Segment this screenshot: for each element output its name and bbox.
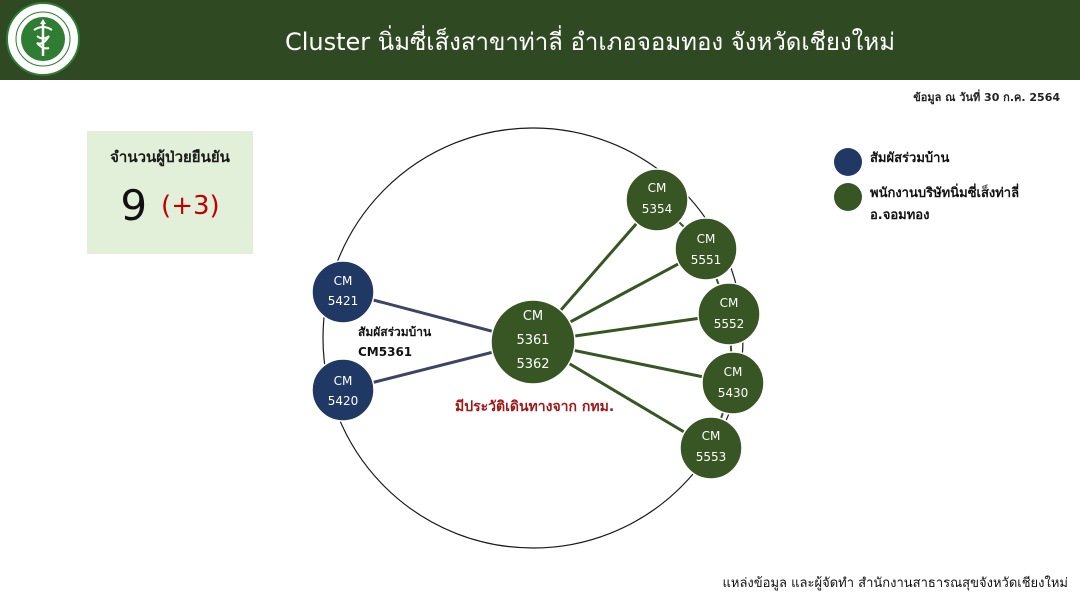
node-employee: CM 5552 (697, 282, 761, 346)
legend-dot-household (834, 148, 862, 176)
header-bar: Cluster นิ่มซี่เส็งสาขาท่าลี่ อำเภอจอมทอ… (0, 0, 1080, 80)
node-household: CM 5420 (311, 358, 375, 422)
node-employee-label-1: CM (720, 296, 739, 310)
node-employee-label-2: 5551 (691, 253, 722, 267)
node-employee-label-1: CM (724, 365, 743, 379)
legend-label-household: สัมผัสร่วมบ้าน (870, 151, 950, 166)
ministry-logo-icon (6, 2, 80, 76)
node-employee: CM 5553 (679, 416, 743, 480)
node-household-circle (311, 358, 375, 422)
node-employee-circle (625, 168, 689, 232)
node-employee-label-2: 5354 (642, 202, 673, 216)
node-employee-label-1: CM (702, 429, 721, 443)
confirmed-count-delta: (+3) (161, 191, 220, 221)
legend-label-employee-line2: อ.จอมทอง (870, 208, 930, 223)
node-employee-circle (697, 282, 761, 346)
legend-label-employee: พนักงานบริษัทนิ่มซี่เส็งท่าลี่ อ.จอมทอง (870, 183, 1019, 227)
node-employee-label-2: 5553 (696, 450, 727, 464)
node-center: CM 5361 5362 (490, 299, 576, 385)
node-employee-label-2: 5430 (718, 386, 749, 400)
node-center-label-2: 5361 (516, 333, 549, 348)
node-employee-label-2: 5552 (714, 317, 745, 331)
node-household: CM 5421 (311, 260, 375, 324)
data-date: ข้อมูล ณ วันที่ 30 ก.ค. 2564 (913, 91, 1060, 104)
confirmed-count-row: 9 (+3) (87, 181, 253, 230)
node-employee-circle (701, 351, 765, 415)
node-center-label-1: CM (523, 309, 543, 324)
household-contact-annotation-line2: CM5361 (358, 345, 413, 359)
legend-item-household: สัมผัสร่วมบ้าน (834, 148, 949, 176)
node-center-circle (490, 299, 576, 385)
legend-label-employee-line1: พนักงานบริษัทนิ่มซี่เส็งท่าลี่ (870, 186, 1020, 201)
household-contact-annotation-line1: สัมผัสร่วมบ้าน (358, 325, 432, 339)
household-contact-annotation: สัมผัสร่วมบ้าน CM5361 (358, 322, 431, 362)
node-household-label-2: 5420 (328, 394, 359, 408)
node-household-label-1: CM (334, 374, 353, 388)
node-employee-circle (674, 217, 738, 281)
page-title: Cluster นิ่มซี่เส็งสาขาท่าลี่ อำเภอจอมทอ… (284, 28, 896, 56)
data-source-footer: แหล่งข้อมูล และผู้จัดทำ สำนักงานสาธารณสุ… (722, 576, 1068, 591)
legend-item-employee: พนักงานบริษัทนิ่มซี่เส็งท่าลี่ อ.จอมทอง (834, 183, 1019, 227)
node-center-label-3: 5362 (516, 357, 549, 372)
node-household-circle (311, 260, 375, 324)
node-employee: CM 5354 (625, 168, 689, 232)
confirmed-count-value: 9 (120, 181, 148, 230)
node-employee-label-1: CM (697, 232, 716, 246)
node-employee-label-1: CM (648, 181, 667, 195)
node-household-label-1: CM (334, 274, 353, 288)
node-employee: CM 5430 (701, 351, 765, 415)
confirmed-count-box: จำนวนผู้ป่วยยืนยัน 9 (+3) (87, 131, 253, 254)
node-employee: CM 5551 (674, 217, 738, 281)
confirmed-count-label: จำนวนผู้ป่วยยืนยัน (110, 148, 230, 166)
travel-history-annotation: มีประวัติเดินทางจาก กทม. (455, 399, 615, 415)
legend-dot-employee (834, 183, 862, 211)
node-employee-circle (679, 416, 743, 480)
node-household-label-2: 5421 (328, 294, 359, 308)
